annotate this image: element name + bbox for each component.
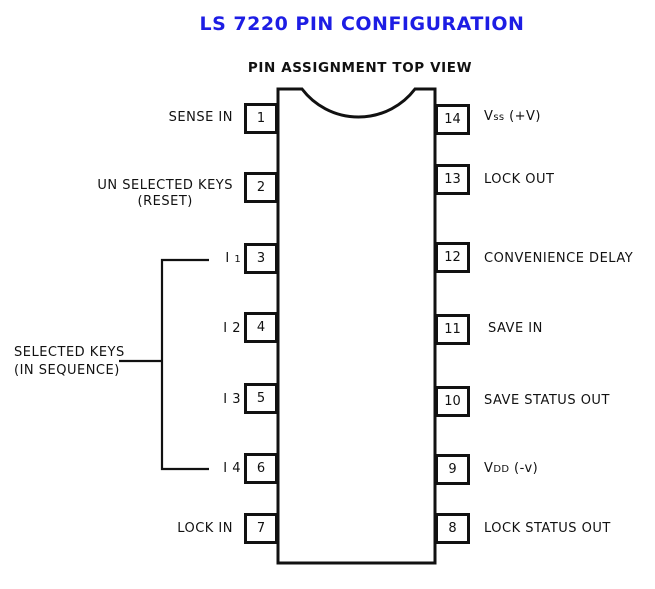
page-title: LS 7220 PIN CONFIGURATION	[199, 13, 525, 35]
pin-label-lock-out: LOCK OUT	[484, 172, 555, 187]
pin-label-sense-in: SENSE IN	[168, 110, 233, 125]
ic-body-shape	[276, 87, 437, 565]
pin-label-unselected-keys: UN SELECTED KEYS (RESET)	[97, 178, 233, 210]
pin-box-14: 14	[435, 104, 470, 135]
pin-number: 6	[256, 461, 266, 476]
pin-box-13: 13	[435, 164, 470, 195]
pin-label-vdd: VDD (-v)	[484, 461, 539, 476]
pin-number: 7	[256, 521, 266, 536]
pin-box-5: 5	[244, 383, 278, 414]
pin-label-convenience-delay: CONVENIENCE DELAY	[484, 251, 634, 266]
pin-number: 14	[444, 112, 461, 127]
pin-box-6: 6	[244, 453, 278, 484]
pin-label-i4: I 4	[223, 461, 241, 476]
group-label-line1: SELECTED KEYS	[14, 345, 125, 360]
pin-number: 10	[444, 394, 461, 409]
pin-number: 5	[256, 391, 266, 406]
pin-label-line2: (RESET)	[137, 194, 193, 209]
pin-number: 3	[256, 251, 266, 266]
pin-number: 4	[256, 320, 266, 335]
pin-box-10: 10	[435, 386, 470, 417]
pin-label-line1: UN SELECTED KEYS	[97, 178, 233, 193]
pin-number: 13	[444, 172, 461, 187]
selected-keys-bracket	[160, 258, 209, 471]
pin-label-i3: I 3	[223, 392, 241, 407]
selected-keys-group-label: SELECTED KEYS (IN SEQUENCE)	[14, 344, 125, 380]
pin-label-i1: I 1	[225, 251, 241, 266]
group-label-line2: (IN SEQUENCE)	[14, 363, 120, 378]
pin-box-12: 12	[435, 242, 470, 273]
pin-box-3: 3	[244, 243, 278, 274]
pin-label-vss: Vss (+V)	[484, 109, 541, 124]
pin-number: 1	[256, 111, 266, 126]
pin-label-save-status-out: SAVE STATUS OUT	[484, 393, 610, 408]
pin-label-lock-in: LOCK IN	[177, 521, 233, 536]
pin-box-2: 2	[244, 172, 278, 203]
diagram-subtitle: PIN ASSIGNMENT TOP VIEW	[247, 60, 473, 76]
pin-box-1: 1	[244, 103, 278, 134]
pin-label-i2: I 2	[223, 321, 241, 336]
pin-number: 12	[444, 250, 461, 265]
pin-number: 11	[444, 322, 461, 337]
pin-box-11: 11	[435, 314, 470, 345]
pin-number: 9	[448, 462, 457, 477]
pin-box-8: 8	[435, 513, 470, 544]
pin-box-7: 7	[244, 513, 278, 544]
pin-number: 8	[448, 521, 457, 536]
pin-number: 2	[256, 180, 266, 195]
pin-box-9: 9	[435, 454, 470, 485]
pin-box-4: 4	[244, 312, 278, 343]
pin-label-lock-status-out: LOCK STATUS OUT	[484, 521, 611, 536]
pin-label-save-in: SAVE IN	[488, 321, 543, 336]
